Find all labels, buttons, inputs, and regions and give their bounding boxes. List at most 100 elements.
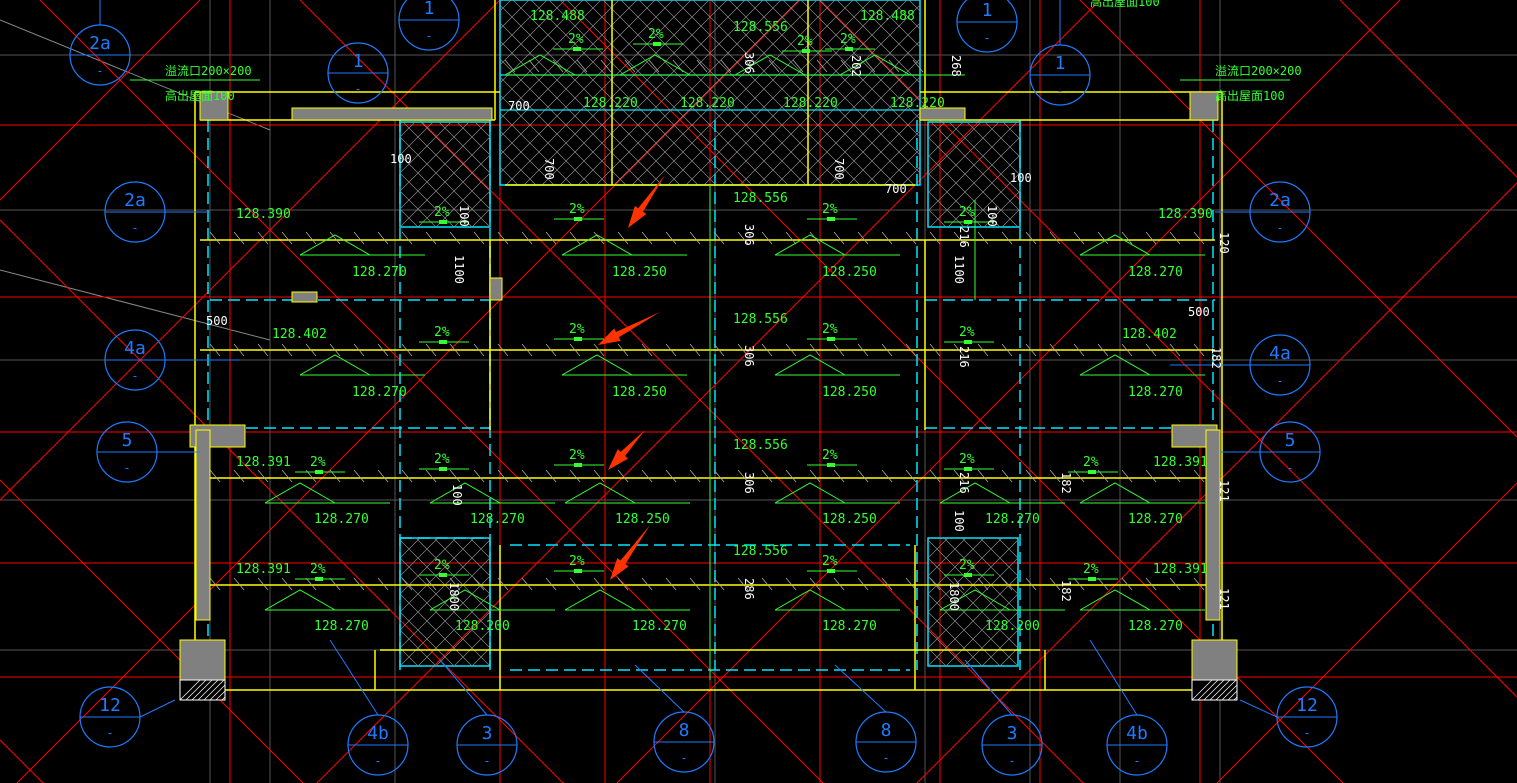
callout-arrow bbox=[628, 175, 665, 228]
column-hatch bbox=[1233, 696, 1238, 701]
elevation-triangle bbox=[299, 354, 371, 376]
slab-hatch bbox=[1001, 469, 1013, 483]
elevation-label: 128.220 bbox=[890, 96, 945, 111]
slab-hatch bbox=[552, 59, 564, 73]
hatch-line bbox=[499, 130, 555, 186]
column bbox=[291, 291, 318, 303]
hatch-line bbox=[927, 537, 967, 577]
slope-arrow-head bbox=[827, 217, 835, 221]
grid-bubble[interactable]: 12- bbox=[79, 686, 141, 748]
hatch-line bbox=[399, 121, 452, 174]
column-hatch bbox=[221, 696, 226, 701]
slab-hatch bbox=[761, 343, 773, 357]
hatch-line bbox=[811, 76, 921, 186]
elevation-label: 128.270 bbox=[985, 512, 1040, 527]
slab-hatch bbox=[761, 577, 773, 591]
hatch-line bbox=[649, 0, 836, 186]
grid-bubble[interactable]: 1- bbox=[956, 0, 1018, 53]
dimension-label: 306 bbox=[742, 224, 756, 246]
slope-label: 2% bbox=[959, 325, 975, 340]
elevation-triangle bbox=[1079, 354, 1151, 376]
note-text: 溢流口200×200 bbox=[1215, 64, 1302, 78]
slab-hatch bbox=[473, 577, 485, 591]
slab-hatch bbox=[209, 577, 221, 591]
grid-bubble[interactable]: 4b- bbox=[1106, 714, 1168, 776]
grid-bubble-label: 12 bbox=[1296, 695, 1318, 716]
grid-bubble-label: 4b bbox=[367, 723, 389, 744]
bubble-leader bbox=[439, 659, 488, 716]
slab-hatch bbox=[689, 577, 701, 591]
elevation-triangle bbox=[299, 234, 371, 256]
hatch-line bbox=[865, 130, 921, 186]
column bbox=[919, 107, 966, 121]
elevation-label: 128.556 bbox=[733, 544, 788, 559]
axis-line-diagonal bbox=[1339, 0, 1517, 178]
grid-bubble-sub: - bbox=[1303, 726, 1310, 740]
grid-bubble-sub: - bbox=[1133, 754, 1140, 768]
grid-bubble[interactable]: 4a- bbox=[104, 329, 166, 391]
grid-bubble[interactable]: 2a- bbox=[69, 24, 131, 86]
elevation-label: 128.556 bbox=[733, 20, 788, 35]
grid-bubble-sub: - bbox=[123, 461, 130, 475]
grid-bubble[interactable]: 8- bbox=[653, 711, 715, 773]
elevation-label: 128.556 bbox=[733, 438, 788, 453]
grid-bubble-label: 1 bbox=[353, 51, 364, 72]
dimension-label: 1100 bbox=[452, 255, 466, 284]
grid-bubble[interactable]: 12 - bbox=[1276, 686, 1338, 748]
slab-hatch bbox=[761, 231, 773, 245]
slope-arrow-head bbox=[574, 217, 582, 221]
slope-arrow-head bbox=[802, 49, 810, 53]
grid-bubble[interactable]: 1- bbox=[1029, 44, 1091, 106]
slab-hatch bbox=[377, 577, 389, 591]
slab-hatch bbox=[953, 343, 965, 357]
annotation-texts: 溢流口200×200高出屋面100溢流口200×200高出屋面100高出屋面10… bbox=[165, 0, 1302, 634]
dimension-label: 1800 bbox=[947, 582, 961, 611]
grid-bubble[interactable]: 1- bbox=[398, 0, 460, 51]
elevation-label: 128.488 bbox=[530, 9, 585, 24]
grid-bubble[interactable]: 1- bbox=[327, 42, 389, 104]
axis-line-diagonal bbox=[1216, 482, 1517, 783]
hatch-line bbox=[499, 76, 609, 186]
slope-label: 2% bbox=[434, 205, 450, 220]
slope-label: 2% bbox=[822, 322, 838, 337]
elevation-triangle bbox=[561, 234, 633, 256]
hatch-line bbox=[800, 0, 921, 120]
slab-hatch bbox=[977, 231, 989, 245]
grid-bubble[interactable]: 8- bbox=[855, 711, 917, 773]
grid-bubble[interactable]: 5- bbox=[1259, 421, 1321, 483]
grid-bubble[interactable]: 4b- bbox=[347, 714, 409, 776]
grid-bubble[interactable]: 3- bbox=[981, 714, 1043, 776]
slope-arrow-head bbox=[574, 569, 582, 573]
slope-label: 2% bbox=[822, 202, 838, 217]
grid-bubble[interactable]: 2a- bbox=[1249, 181, 1311, 243]
slope-label: 2% bbox=[568, 32, 584, 47]
slab-hatch bbox=[665, 577, 677, 591]
bubble-leader bbox=[964, 659, 1013, 716]
hatch-line bbox=[927, 208, 947, 228]
grid-bubble[interactable]: 5- bbox=[96, 421, 158, 483]
hatch-line bbox=[541, 0, 728, 186]
slab-hatch bbox=[473, 469, 485, 483]
slab-hatch bbox=[377, 469, 389, 483]
slab-hatch bbox=[569, 577, 581, 591]
slope-arrow-head bbox=[574, 337, 582, 341]
hatch-line bbox=[1001, 208, 1021, 228]
slab-hatch bbox=[401, 343, 413, 357]
leader-line bbox=[0, 269, 271, 341]
dimension-label: 306 bbox=[742, 52, 756, 74]
hatch-line bbox=[402, 121, 491, 210]
elevation-triangle bbox=[429, 482, 501, 504]
hatch-line bbox=[927, 136, 1019, 228]
bubble-leader bbox=[1089, 639, 1138, 716]
slab-hatch bbox=[1169, 469, 1181, 483]
elevation-label: 128.556 bbox=[733, 191, 788, 206]
grid-bubble[interactable]: 4a- bbox=[1249, 334, 1311, 396]
grid-bubble[interactable]: 3- bbox=[456, 714, 518, 776]
slab-hatch bbox=[545, 231, 557, 245]
elevation-label: 128.390 bbox=[1158, 207, 1213, 222]
callout-arrow bbox=[610, 525, 650, 580]
slope-arrow-head bbox=[827, 463, 835, 467]
bubble-leader bbox=[329, 639, 379, 716]
column-hatch bbox=[197, 679, 219, 701]
